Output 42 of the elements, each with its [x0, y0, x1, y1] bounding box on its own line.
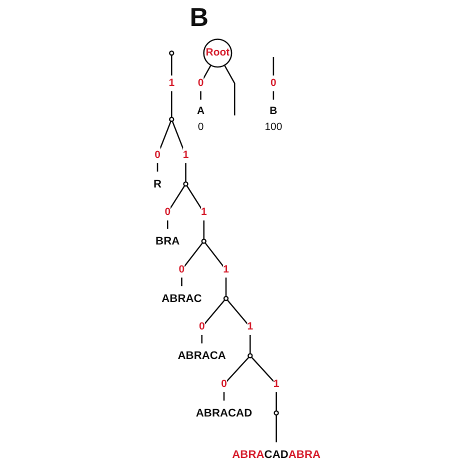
node-text: ABRACA	[178, 349, 226, 362]
edge-label: 0	[221, 378, 227, 390]
edge-label: 0	[164, 206, 171, 218]
connector	[251, 356, 277, 411]
node-text: A 0	[196, 106, 205, 132]
node-text: B 100	[264, 106, 282, 132]
node-circle: Root	[203, 38, 232, 68]
node-text: R	[153, 178, 162, 190]
node-text: ABRACADABRA	[232, 448, 321, 461]
node-circle	[169, 116, 174, 122]
connector	[272, 57, 274, 100]
edge-label: 0	[178, 264, 185, 276]
node-circle	[248, 353, 253, 358]
connector	[226, 300, 251, 354]
edge-label: 0	[198, 321, 205, 332]
edge-label: 0	[270, 77, 276, 89]
node-circle	[223, 296, 229, 302]
connector	[276, 414, 277, 442]
edge-label: 1	[168, 77, 175, 89]
edge-label: 0	[198, 77, 204, 89]
edge-label: 1	[247, 321, 254, 332]
edge-label: 1	[273, 378, 280, 390]
connector	[204, 242, 227, 296]
connector	[181, 242, 204, 286]
connector	[172, 120, 186, 182]
connector	[166, 185, 186, 229]
edge-label: 0	[154, 149, 160, 161]
node-text: ABRAC	[162, 292, 202, 305]
node-circle	[274, 410, 279, 416]
edge-label: 1	[182, 149, 189, 161]
connector	[224, 64, 236, 116]
connector	[223, 356, 250, 401]
connector	[186, 185, 205, 240]
connector	[201, 300, 226, 344]
node-circle	[183, 181, 188, 187]
node-text: BRA	[156, 234, 180, 248]
edge-label: 1	[200, 206, 207, 218]
panel-label: B	[190, 4, 209, 30]
node-circle	[169, 50, 174, 56]
node-circle	[201, 238, 206, 244]
node-text: ABRACAD	[196, 406, 252, 420]
edge-label: 1	[223, 264, 229, 276]
